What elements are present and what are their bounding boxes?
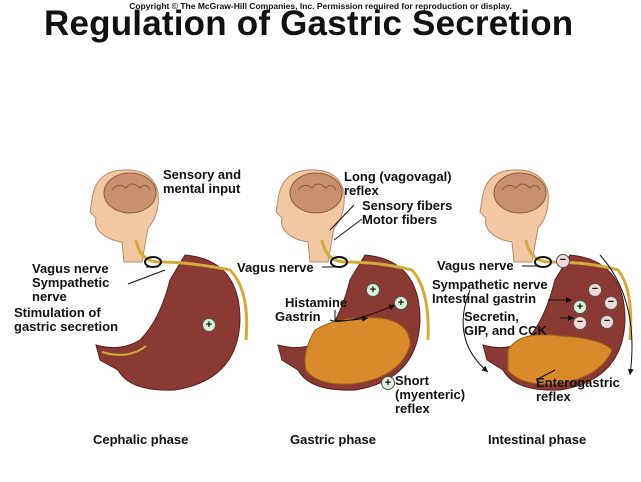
intestinal-vagus-label: Vagus nerve <box>437 258 514 273</box>
cck-minus-icon: − <box>604 296 618 310</box>
gastrin-plus-icon: + <box>394 296 408 310</box>
short-reflex-plus-icon: + <box>381 376 395 390</box>
cephalic-phase-label: Cephalic phase <box>93 432 189 447</box>
intestinal-outer-arrow <box>599 254 634 376</box>
motor-fibers-pointer <box>333 218 363 241</box>
secretin-minus-icon: − <box>573 316 587 330</box>
intestinal-nerve <box>524 239 633 341</box>
sensory-fibers-pointer <box>329 204 355 231</box>
short-reflex-label: Short(myenteric)reflex <box>395 373 466 416</box>
gip-minus-icon: − <box>600 315 614 329</box>
intestinal-feedback-arrow <box>462 289 489 373</box>
vagus-minus-icon: − <box>556 254 570 268</box>
gastric-stomach <box>277 254 421 391</box>
histamine-label: Histamine <box>285 295 348 310</box>
intestinal-gastrin-plus-icon: + <box>573 300 587 314</box>
intestinal-gastrin-label: Intestinal gastrin <box>432 291 537 306</box>
long-reflex-label: Long (vagovagal)reflex <box>344 169 452 198</box>
sensory-fibers-label: Sensory fibers <box>362 198 453 213</box>
intestinal-sympathetic-label: Sympathetic nerve <box>432 277 548 292</box>
cephalic-stomach <box>95 254 241 391</box>
gastric-head <box>275 169 345 263</box>
page-title: Regulation of Gastric Secretion <box>44 4 574 43</box>
gastric-nerve <box>320 239 430 341</box>
intestinal-head <box>479 169 549 263</box>
gastrin-label: Gastrin <box>275 309 321 324</box>
sympathetic-minus-icon: − <box>588 283 602 297</box>
cephalic-stimulus-plus-icon: + <box>202 318 216 332</box>
cephalic-vagus-label: Vagus nerve <box>32 261 109 276</box>
intestinal-phase-label: Intestinal phase <box>488 432 587 447</box>
gastrin-arrow <box>329 304 396 322</box>
histamine-plus-icon: + <box>366 283 380 297</box>
copyright-notice: Copyright © The McGraw-Hill Companies, I… <box>129 1 512 11</box>
cephalic-nerve <box>134 239 249 341</box>
motor-fibers-label: Motor fibers <box>362 212 438 227</box>
secretin-label: Secretin,GIP, and CCK <box>464 309 547 338</box>
cephalic-sympathetic-pointer <box>127 269 166 285</box>
gastric-vagus-label: Vagus nerve <box>237 260 314 275</box>
enterogastric-pointer <box>535 369 556 381</box>
cephalic-head <box>89 169 159 263</box>
gastric-phase-label: Gastric phase <box>290 432 376 447</box>
